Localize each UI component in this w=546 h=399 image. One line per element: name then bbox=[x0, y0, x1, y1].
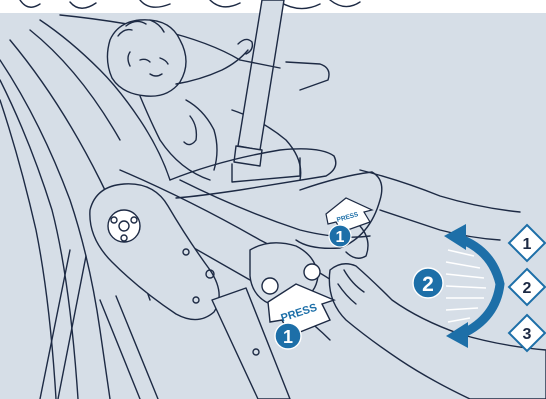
recline-button-left bbox=[262, 278, 278, 294]
hinge-knob bbox=[108, 210, 140, 242]
child-head bbox=[107, 20, 186, 96]
recline-position-label-1: 1 bbox=[523, 236, 532, 253]
recline-position-label-2: 2 bbox=[523, 280, 532, 297]
step-number-rotate: 2 bbox=[422, 273, 434, 296]
step-marker-press-lower: 1 bbox=[275, 323, 301, 349]
recline-position-label-3: 3 bbox=[523, 326, 532, 343]
step-marker-rotate: 2 bbox=[413, 268, 443, 298]
step-number-lower: 1 bbox=[283, 327, 293, 347]
step-number-upper: 1 bbox=[336, 229, 345, 246]
recline-button-right bbox=[304, 264, 320, 280]
step-marker-press-upper: 1 bbox=[329, 225, 351, 247]
